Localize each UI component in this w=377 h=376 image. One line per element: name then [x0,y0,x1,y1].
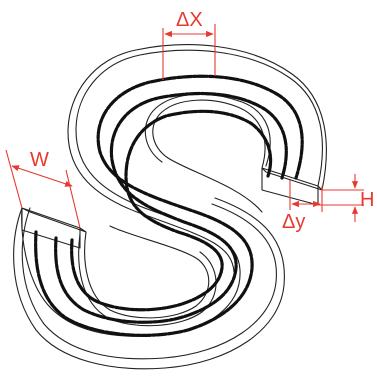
inner-top-wall [152,99,266,213]
width-extension-right [65,169,81,229]
track-core-1 [34,75,303,337]
left-end-cap-front [21,207,81,249]
width-label: W [30,149,49,171]
inner-bottom-wall-2 [78,233,217,327]
left-end-cap [21,207,87,233]
track-line-2 [54,91,288,324]
dimension-delta-x: ΔX [162,9,216,80]
outer-top-wall [21,49,323,337]
dimension-width: W [5,149,81,229]
width-arrow [11,165,73,187]
dimension-delta-y: Δy [282,180,323,233]
track-core-3 [70,110,272,311]
right-end-cap [261,167,323,191]
outer-bottom-wall [13,197,285,370]
delta-y-label: Δy [282,211,305,233]
outer-top-wall-inner [67,44,327,273]
inner-bottom-wall [84,225,210,319]
outer-bottom-wall-inner [21,203,277,360]
dimension-height: H [318,174,374,222]
width-extension-left [5,149,23,209]
serpentine-tracks [34,74,304,337]
delta-x-label: ΔX [176,9,203,31]
track-line-3 [70,109,273,312]
height-label: H [360,189,374,211]
track-core-2 [54,92,287,323]
